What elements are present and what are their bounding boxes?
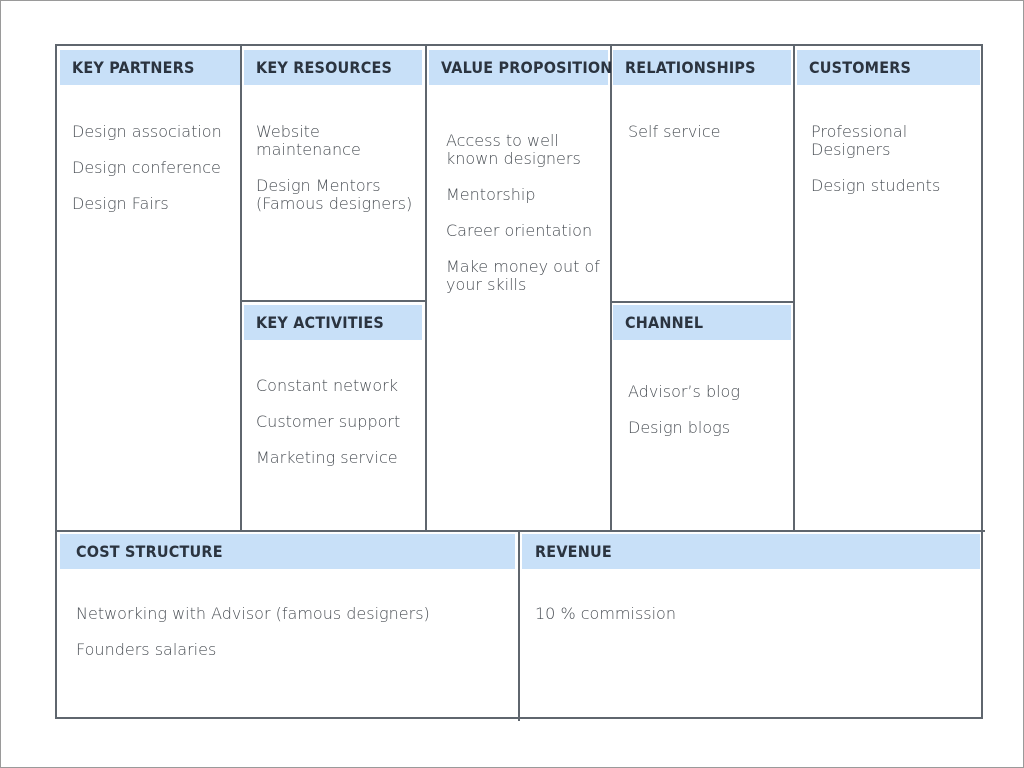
divider — [610, 301, 793, 303]
customers-block: CUSTOMERS Professional Designers Design … — [797, 50, 980, 530]
customers-list: Professional Designers Design students — [811, 123, 976, 213]
value-propositions-header: VALUE PROPOSITIONS — [429, 50, 623, 85]
list-item: 10 % commission — [535, 604, 676, 623]
list-item: Make money out of your skills — [446, 257, 600, 294]
list-item: Mentorship — [446, 185, 536, 204]
cost-structure-header: COST STRUCTURE — [60, 534, 515, 569]
list-item: Design Fairs — [72, 194, 169, 213]
list-item: Self service — [628, 122, 721, 141]
key-activities-header: KEY ACTIVITIES — [244, 305, 422, 340]
list-item: Customer support — [256, 412, 401, 431]
relationships-header: RELATIONSHIPS — [613, 50, 791, 85]
revenue-header: REVENUE — [522, 534, 980, 569]
list-item: Design conference — [72, 158, 221, 177]
business-model-canvas: KEY PARTNERS Design association Design c… — [55, 44, 985, 721]
divider — [610, 46, 612, 530]
key-partners-block: KEY PARTNERS Design association Design c… — [60, 50, 240, 530]
value-propositions-block: VALUE PROPOSITIONS Access to well known … — [429, 50, 623, 530]
list-item: Career orientation — [446, 221, 593, 240]
revenue-block: REVENUE 10 % commission — [522, 534, 980, 717]
channel-list: Advisor’s blog Design blogs — [628, 383, 788, 455]
key-partners-list: Design association Design conference Des… — [72, 123, 237, 231]
divider — [518, 530, 520, 721]
list-item: Website maintenance — [256, 122, 361, 159]
divider — [425, 46, 427, 530]
key-partners-header: KEY PARTNERS — [60, 50, 240, 85]
key-resources-header: KEY RESOURCES — [244, 50, 422, 85]
key-resources-block: KEY RESOURCES Website maintenance Design… — [244, 50, 422, 298]
list-item: Design students — [811, 176, 941, 195]
list-item: Constant network — [256, 376, 398, 395]
list-item: Professional Designers — [811, 122, 908, 159]
key-resources-list: Website maintenance Design Mentors (Famo… — [256, 123, 418, 231]
revenue-list: 10 % commission — [535, 605, 965, 641]
list-item: Access to well known designers — [446, 131, 581, 168]
relationships-list: Self service — [628, 123, 788, 159]
list-item: Founders salaries — [76, 640, 217, 659]
key-activities-list: Constant network Customer support Market… — [256, 377, 418, 485]
divider — [241, 300, 425, 302]
list-item: Networking with Advisor (famous designer… — [76, 604, 430, 623]
channel-header: CHANNEL — [613, 305, 791, 340]
list-item: Design association — [72, 122, 222, 141]
channel-block: CHANNEL Advisor’s blog Design blogs — [613, 305, 791, 530]
divider — [793, 46, 795, 530]
list-item: Marketing service — [256, 448, 398, 467]
list-item: Advisor’s blog — [628, 382, 740, 401]
divider — [57, 530, 985, 532]
value-propositions-list: Access to well known designers Mentorshi… — [446, 132, 606, 312]
list-item: Design Mentors (Famous designers) — [256, 176, 413, 213]
customers-header: CUSTOMERS — [797, 50, 980, 85]
key-activities-block: KEY ACTIVITIES Constant network Customer… — [244, 305, 422, 530]
cost-structure-list: Networking with Advisor (famous designer… — [76, 605, 506, 677]
list-item: Design blogs — [628, 418, 731, 437]
divider — [240, 46, 242, 530]
cost-structure-block: COST STRUCTURE Networking with Advisor (… — [60, 534, 515, 717]
relationships-block: RELATIONSHIPS Self service — [613, 50, 791, 300]
